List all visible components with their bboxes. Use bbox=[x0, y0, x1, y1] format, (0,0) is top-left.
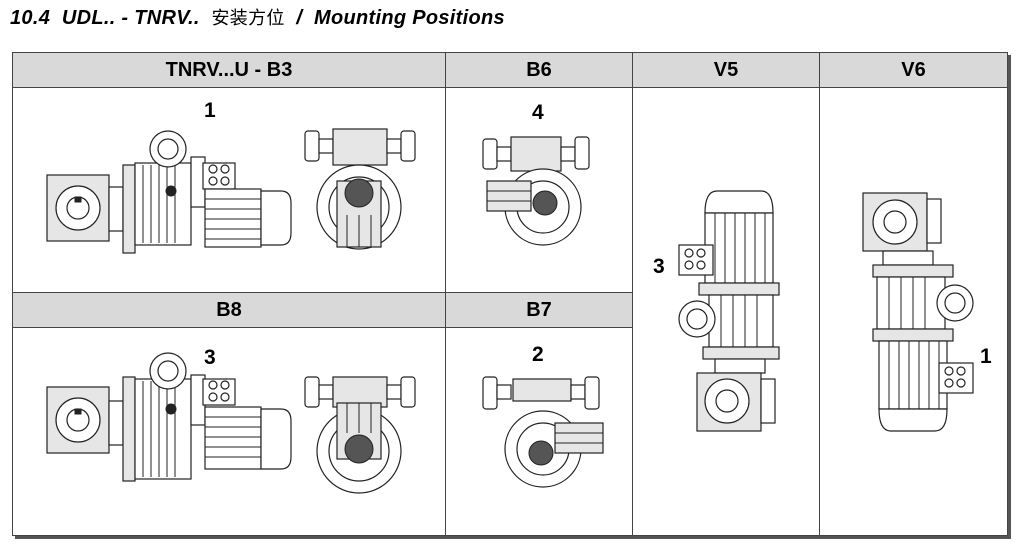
b3-end-view-drawing bbox=[304, 128, 416, 250]
mounting-positions-table: TNRV...U - B3 B6 V5 V6 B8 B7 1 4 3 2 3 1 bbox=[12, 52, 1008, 536]
position-number-b7: 2 bbox=[532, 343, 544, 366]
section-title-english: Mounting Positions bbox=[314, 7, 505, 29]
position-number-v5: 3 bbox=[653, 255, 665, 278]
position-number-b6: 4 bbox=[532, 101, 544, 124]
position-number-b3: 1 bbox=[204, 99, 216, 122]
header-b7: B7 bbox=[446, 293, 632, 328]
section-title-main: UDL.. - TNRV.. bbox=[61, 7, 200, 29]
header-b6: B6 bbox=[446, 53, 632, 88]
header-v5: V5 bbox=[633, 53, 819, 88]
header-b3: TNRV...U - B3 bbox=[13, 53, 445, 88]
b7-drawing bbox=[482, 376, 604, 488]
grid-line bbox=[632, 53, 633, 535]
position-number-v6: 1 bbox=[980, 345, 992, 368]
title-separator: / bbox=[296, 7, 303, 29]
v5-drawing bbox=[678, 190, 780, 432]
b8-side-view-drawing bbox=[46, 352, 292, 482]
b3-side-view-drawing bbox=[46, 130, 292, 254]
section-number: 10.4 bbox=[10, 7, 51, 29]
b8-end-view-drawing bbox=[304, 376, 416, 494]
header-b8: B8 bbox=[13, 293, 445, 328]
section-title-cjk: 安装方位 bbox=[211, 8, 285, 29]
grid-line bbox=[819, 53, 820, 535]
page-title: 10.4 UDL.. - TNRV.. 安装方位 / Mounting Posi… bbox=[10, 4, 505, 30]
header-v6: V6 bbox=[820, 53, 1007, 88]
b6-drawing bbox=[482, 136, 590, 246]
grid-line bbox=[13, 292, 632, 293]
position-number-b8: 3 bbox=[204, 346, 216, 369]
v6-drawing bbox=[862, 192, 974, 432]
grid-line bbox=[445, 53, 446, 535]
